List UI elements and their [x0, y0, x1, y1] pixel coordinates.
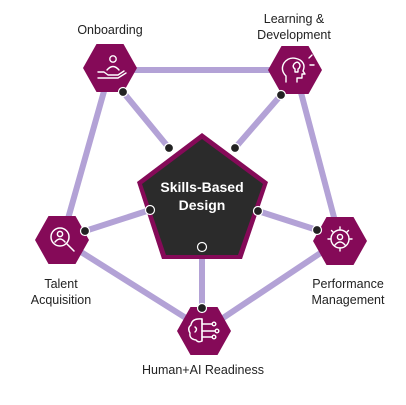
- lightbulb-head-icon: [281, 54, 315, 83]
- hex-human-ai-readiness: [177, 307, 231, 355]
- label-line: Development: [257, 28, 331, 42]
- label-line: Management: [311, 293, 385, 307]
- center-title-line1: Skills-Based: [160, 179, 243, 195]
- label-line: Acquisition: [30, 293, 92, 307]
- outer-connectors: [59, 67, 343, 333]
- dot-talent-center: [144, 204, 156, 216]
- dot-readiness-center: [196, 241, 208, 253]
- connector-talent-onboarding: [59, 67, 113, 243]
- center-pentagon-inner: [142, 139, 263, 255]
- label-learning-development: Learning & Development: [236, 11, 352, 43]
- spoke-onboarding: [120, 89, 172, 151]
- spoke-learning: [232, 92, 284, 151]
- gear-person-icon: [327, 226, 353, 252]
- label-line: Onboarding: [77, 23, 143, 37]
- center-title-line2: Design: [179, 197, 226, 213]
- spoke-talent: [82, 207, 153, 234]
- label-line: Talent: [44, 277, 78, 291]
- connector-readiness-talent: [59, 237, 208, 333]
- hand-person-icon: [97, 55, 127, 79]
- label-human-ai-readiness: Human+AI Readiness: [120, 362, 286, 378]
- hex-talent-acquisition: [35, 216, 89, 264]
- brain-circuit-icon: [188, 318, 220, 343]
- connector-learning-performance: [292, 67, 343, 243]
- hexagon-shape: [313, 217, 367, 265]
- label-performance-management: Performance Management: [290, 276, 406, 308]
- dot-talent-outer: [79, 225, 91, 237]
- label-line: Learning &: [263, 12, 325, 26]
- hex-learning-development: [268, 46, 322, 94]
- label-onboarding: Onboarding: [52, 22, 168, 38]
- label-line: Performance: [312, 277, 384, 291]
- dot-learning-center: [229, 142, 241, 154]
- hex-performance-management: [313, 217, 367, 265]
- label-talent-acquisition: Talent Acquisition: [3, 276, 119, 308]
- dot-learning-outer: [275, 89, 287, 101]
- dot-performance-outer: [311, 224, 323, 236]
- dot-performance-center: [252, 205, 264, 217]
- magnifier-person-icon: [50, 227, 75, 252]
- connection-dots: [79, 86, 323, 314]
- label-line: Human+AI Readiness: [142, 363, 264, 377]
- dot-onboarding-outer: [117, 86, 129, 98]
- dot-readiness-outer: [196, 302, 208, 314]
- spoke-performance: [255, 208, 320, 233]
- hex-onboarding: [83, 44, 137, 92]
- dot-onboarding-center: [163, 142, 175, 154]
- connector-performance-readiness: [202, 237, 343, 333]
